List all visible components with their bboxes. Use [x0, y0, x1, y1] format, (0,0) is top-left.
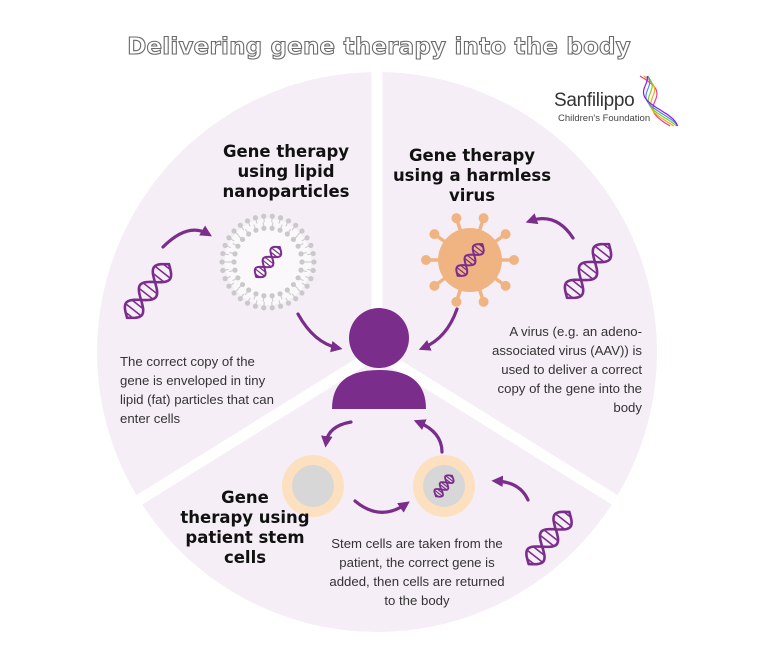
logo-name: Sanfilippo: [554, 90, 635, 111]
sanfilippo-logo: Sanfilippo Children's Foundation: [548, 72, 688, 138]
heading-patient-stem-cells: Gene therapy using patient stem cells: [180, 488, 310, 568]
heading-line: Gene: [221, 488, 269, 507]
description-line: body: [613, 400, 642, 415]
description-line: associated virus (AAV)) is: [492, 343, 642, 358]
divider-right: [374, 347, 626, 510]
description-line: A virus (e.g. an adeno-: [509, 324, 642, 339]
curved-arrow-icon: [418, 307, 459, 351]
heading-line: Gene therapy: [408, 146, 536, 165]
stem-cell-icon: [282, 455, 344, 517]
description-line: patient, the correct gene is: [339, 555, 495, 570]
dna-icon: [253, 245, 283, 279]
description-line: to the body: [384, 593, 450, 608]
logo-dna-icon: [639, 75, 679, 127]
heading-line: using lipid: [237, 162, 335, 181]
curved-arrow-icon: [161, 225, 212, 249]
heading-line: nanoparticles: [222, 182, 350, 201]
dna-icon: [455, 243, 485, 277]
heading-harmless-virus: Gene therapy using a harmless virus: [392, 146, 552, 206]
curved-arrow-icon: [353, 499, 410, 514]
heading-line: virus: [448, 186, 496, 205]
curved-arrow-icon: [321, 420, 353, 448]
heading-line: cells: [223, 548, 267, 567]
virus-icon: [421, 213, 519, 307]
curved-arrow-icon: [491, 475, 530, 502]
description-line: copy of the gene into the: [497, 381, 642, 396]
heading-lipid-nanoparticles: Gene therapy using lipid nanoparticles: [211, 142, 361, 202]
stem-cell-with-gene-icon: [413, 455, 475, 517]
dna-icon: [525, 510, 573, 566]
curved-arrow-icon: [296, 312, 343, 353]
description-line: gene is enveloped in tiny: [120, 373, 266, 388]
page-title: Delivering gene therapy into the body: [127, 33, 632, 60]
lipid-nanoparticle-icon: [219, 213, 317, 311]
heading-line: using a harmless: [392, 166, 552, 185]
description-patient-stem-cells: Stem cells are taken from the patient, t…: [310, 534, 524, 610]
heading-line: Gene therapy: [222, 142, 350, 161]
divider-left: [128, 347, 380, 510]
description-line: lipid (fat) particles that can: [120, 392, 274, 407]
dna-icon: [433, 474, 455, 498]
curved-arrow-icon: [413, 419, 444, 454]
description-line: The correct copy of the: [120, 354, 255, 369]
heading-line: patient stem: [185, 528, 305, 547]
description-line: enter cells: [120, 411, 181, 426]
heading-line: therapy using: [180, 508, 310, 527]
dna-icon: [123, 262, 173, 320]
dna-icon: [563, 242, 613, 300]
description-line: used to deliver a correct: [501, 362, 642, 377]
description-line: added, then cells are returned: [329, 574, 505, 589]
person-icon: [332, 308, 426, 409]
curved-arrow-icon: [525, 213, 575, 240]
description-lipid-nanoparticles: The correct copy of the gene is envelope…: [120, 352, 330, 428]
description-harmless-virus: A virus (e.g. an adeno- associated virus…: [466, 322, 642, 417]
description-line: Stem cells are taken from the: [331, 536, 503, 551]
logo-subtitle: Children's Foundation: [558, 113, 651, 124]
